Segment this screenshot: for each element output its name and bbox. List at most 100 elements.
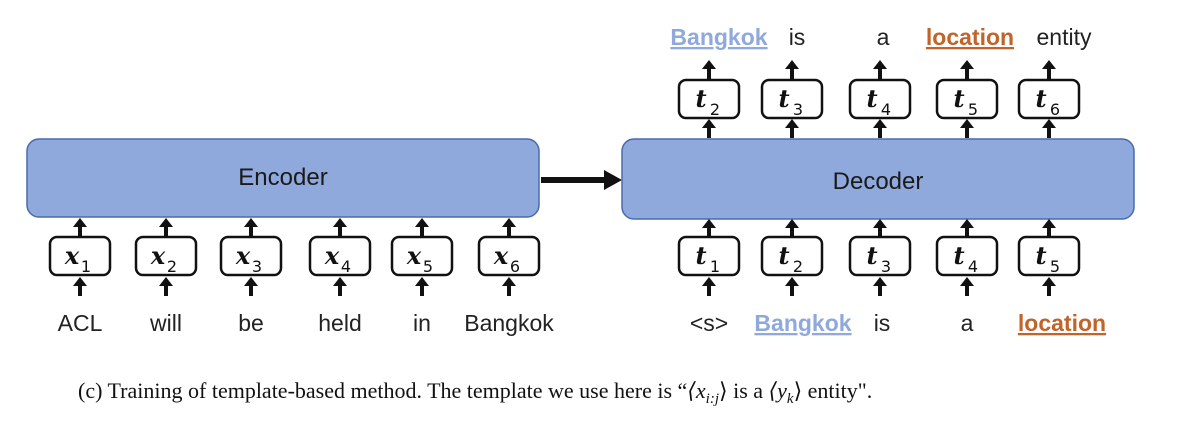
decoder-input-word: is [874,310,891,336]
caption-math-span-sub: i:j [706,391,719,407]
caption-math-span-close: ⟩ [719,378,728,403]
decoder-out-arrow [873,119,887,138]
encoder-up-arrow [415,218,429,236]
encoder-word-arrow [244,277,258,296]
encoder-input-box-frame [390,235,454,277]
encoder-word: be [238,310,264,336]
encoder-input-box-var: x [150,241,166,270]
encoder-input-box-frame [48,235,112,277]
decoder-input-box-frame [1017,235,1081,277]
decoder-up-arrow [702,219,716,236]
decoder-output-box-var: t [953,84,964,113]
decoder-up-arrow [873,219,887,236]
decoder-out-arrow [960,119,974,138]
figure-caption: (c) Training of template-based method. T… [78,378,872,407]
decoder-input-box-var: t [1035,241,1046,270]
decoder-input-box-var: t [953,241,964,270]
encoder-input-box-sub: 3 [252,257,262,276]
decoder-output-box-sub: 6 [1050,100,1060,119]
decoder-output-word: Bangkok [670,24,767,50]
decoder-block [621,138,1135,220]
decoder-top-arrow [873,60,887,79]
decoder-input-box-var: t [778,241,789,270]
encoder-word: ACL [58,310,103,336]
decoder-output-word: entity [1037,24,1092,50]
decoder-out-arrow [702,119,716,138]
decoder-top-arrow [785,60,799,79]
encoder-word: held [318,310,361,336]
decoder-input-box-frame [935,235,999,277]
encoder-input-box-var: x [493,241,509,270]
decoder-output-word: is [789,24,806,50]
encoder-word: Bangkok [464,310,554,336]
encoder-up-arrow [73,218,87,236]
encoder-input-box-var: x [406,241,422,270]
caption-prefix: (c) Training of template-based method. T… [78,378,687,403]
decoder-input-box-frame [677,235,741,277]
encoder-to-decoder-arrow [541,170,622,190]
decoder-out-arrow [1042,119,1056,138]
encoder-word-arrow [333,277,347,296]
caption-suffix: entity". [802,378,872,403]
decoder-input-box-sub: 3 [881,257,891,276]
decoder-output-box-frame [1017,78,1081,120]
decoder-output-word: a [877,24,890,50]
caption-math-span: ⟨x [687,378,706,403]
encoder-input-box-sub: 2 [167,257,177,276]
encoder-input-box-sub: 5 [423,257,433,276]
decoder-output-box-var: t [866,84,877,113]
decoder-top-arrow [960,60,974,79]
encoder-block [26,138,540,218]
decoder-label: Decoder [833,168,924,195]
encoder-word: will [149,310,182,336]
decoder-up-arrow [1042,219,1056,236]
decoder-input-box-var: t [866,241,877,270]
encoder-input-box-frame [477,235,541,277]
caption-mid: is a [728,378,769,403]
decoder-input-box-frame [848,235,912,277]
decoder-output-box-frame [760,78,824,120]
encoder-input-box-frame [134,235,198,277]
decoder-word-arrow [873,277,887,296]
caption-math-type-close: ⟩ [794,378,803,403]
encoder-input-box-frame [219,235,283,277]
decoder-output-box-sub: 4 [881,100,891,119]
decoder-output-box-var: t [778,84,789,113]
encoder-word-arrow [502,277,516,296]
decoder-output-box-var: t [695,84,706,113]
encoder-word-arrow [415,277,429,296]
encoder-up-arrow [502,218,516,236]
encoder-up-arrow [333,218,347,236]
decoder-output-box-frame [848,78,912,120]
encoder-input-box-frame [308,235,372,277]
encoder-up-arrow [244,218,258,236]
encoder-word-arrow [159,277,173,296]
decoder-input-box-sub: 2 [793,257,803,276]
decoder-word-arrow [702,277,716,296]
decoder-input-word: location [1018,310,1106,336]
decoder-output-box-sub: 3 [793,100,803,119]
decoder-word-arrow [1042,277,1056,296]
encoder-input-box-sub: 1 [81,257,91,276]
